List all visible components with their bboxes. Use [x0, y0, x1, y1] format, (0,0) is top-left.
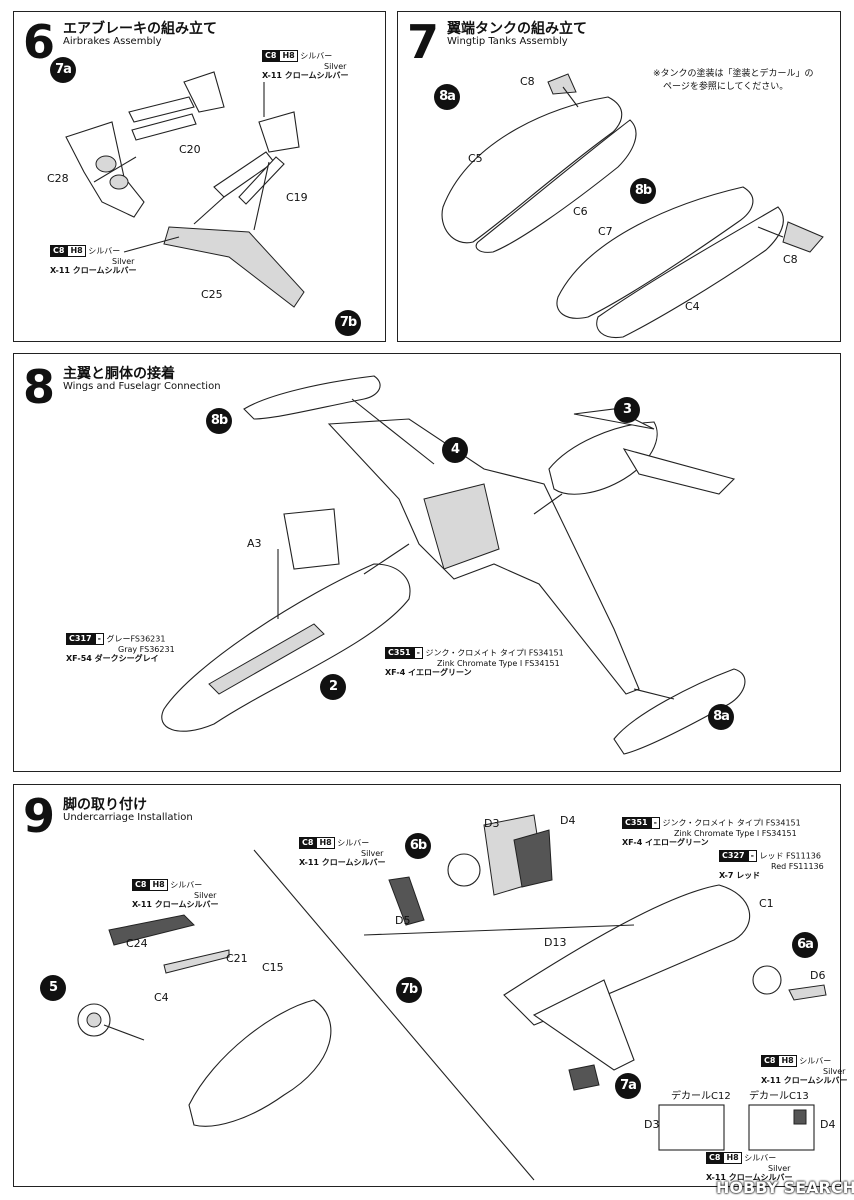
paint-callout-gray: C317- グレーFS36231 Gray FS36231 XF-54 ダークシ… [66, 633, 175, 663]
part-label-c19: C19 [286, 191, 308, 204]
part-label-c1: C1 [759, 897, 774, 910]
part-label-c4: C4 [154, 991, 169, 1004]
step-8-panel: 8 主翼と胴体の接着 Wings and Fuselagr Connection… [13, 353, 841, 772]
part-label-c20: C20 [179, 143, 201, 156]
step-6-panel: 6 エアブレーキの組み立て Airbrakes Assembly 7a 7b C… [13, 11, 386, 342]
part-label-c8: C8 [520, 75, 535, 88]
ref-7a-badge: 7a [50, 57, 76, 83]
step-title: エアブレーキの組み立て [63, 21, 217, 37]
step-number: 8 [23, 360, 55, 414]
step-title: 翼端タンクの組み立て [447, 21, 587, 37]
part-label-c6: C6 [573, 205, 588, 218]
part-label-c28: C28 [47, 172, 69, 185]
paint-callout-red: C327- レッド FS11136 Red FS11136 X-7 レッド [719, 850, 824, 880]
part-label-c24: C24 [126, 937, 148, 950]
tank-painting-note: ※タンクの塗装は「塗装とデカール」の ページを参照にしてください。 [653, 69, 814, 92]
decal-c13-label: デカールC13 [749, 1091, 809, 1102]
ref-7b-badge: 7b [396, 977, 422, 1003]
step-number: 9 [23, 789, 55, 843]
step-title: 主翼と胴体の接着 [63, 366, 175, 382]
step-title: 脚の取り付け [63, 797, 147, 813]
part-label-c4: C4 [685, 300, 700, 313]
part-label-c15: C15 [262, 961, 284, 974]
ref-8b-badge: 8b [630, 178, 656, 204]
paint-callout-zinc: C351- ジンク・クロメイト タイプI FS34151 Zink Chroma… [385, 647, 564, 677]
part-label-c5: C5 [468, 152, 483, 165]
step-subtitle: Airbrakes Assembly [63, 36, 162, 47]
part-label-d5: D5 [395, 914, 411, 927]
part-label-d6: D6 [810, 969, 826, 982]
ref-6b-badge: 6b [405, 833, 431, 859]
step-9-illustration [77, 814, 827, 1181]
step-subtitle: Undercarriage Installation [63, 812, 193, 823]
decal-d3-label: D3 [644, 1118, 660, 1131]
ref-8b-badge: 8b [206, 408, 232, 434]
step-number: 6 [23, 15, 55, 69]
ref-7a-badge: 7a [615, 1073, 641, 1099]
step-9-panel: 9 脚の取り付け Undercarriage Installation D3 D… [13, 784, 848, 1187]
part-label-a3: A3 [247, 537, 262, 550]
step-7-panel: 7 翼端タンクの組み立て Wingtip Tanks Assembly ※タンク… [397, 11, 841, 342]
ref-5-badge: 5 [40, 975, 66, 1001]
decal-d4-label: D4 [820, 1118, 836, 1131]
step-number: 7 [407, 15, 439, 69]
watermark: HOBBY SEARCH [716, 1178, 854, 1197]
part-label-c25: C25 [201, 288, 223, 301]
step-7-illustration [441, 73, 824, 339]
part-label-d3: D3 [484, 817, 500, 830]
paint-callout-zinc: C351- ジンク・クロメイト タイプI FS34151 Zink Chroma… [622, 817, 801, 847]
part-label-c8: C8 [783, 253, 798, 266]
ref-7b-badge: 7b [335, 310, 361, 336]
ref-4-badge: 4 [442, 437, 468, 463]
step-8-illustration [161, 375, 746, 755]
decal-c12-label: デカールC12 [671, 1091, 731, 1102]
ref-8a-badge: 8a [434, 84, 460, 110]
ref-3-badge: 3 [614, 397, 640, 423]
step-6-illustration [65, 71, 305, 308]
part-label-c21: C21 [226, 952, 248, 965]
part-label-c7: C7 [598, 225, 613, 238]
part-label-d13: D13 [544, 936, 567, 949]
ref-8a-badge: 8a [708, 704, 734, 730]
ref-2-badge: 2 [320, 674, 346, 700]
step-subtitle: Wingtip Tanks Assembly [447, 36, 568, 47]
step-subtitle: Wings and Fuselagr Connection [63, 381, 221, 392]
ref-6a-badge: 6a [792, 932, 818, 958]
part-label-d4: D4 [560, 814, 576, 827]
